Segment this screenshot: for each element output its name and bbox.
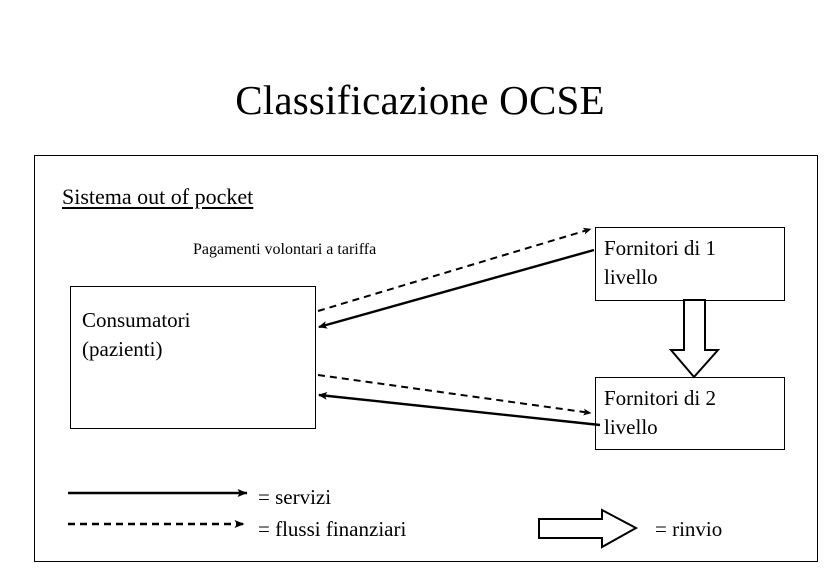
- node-label-fornitori-1: Fornitori di 1 livello: [604, 236, 717, 289]
- legend-label-rinvio: = rinvio: [655, 517, 723, 541]
- payments-flow-label: Pagamenti volontari a tariffa: [193, 241, 377, 258]
- page-title: Classificazione OCSE: [235, 77, 605, 123]
- node-label-consumatori: Consumatori (pazienti): [82, 308, 191, 361]
- node-box-fornitori-1[interactable]: [595, 227, 785, 301]
- content-frame: [34, 155, 818, 562]
- section-heading: Sistema out of pocket: [62, 184, 254, 209]
- node-label-fornitori-2: Fornitori di 2 livello: [604, 386, 717, 439]
- node-box-consumatori[interactable]: [70, 286, 316, 429]
- legend-label-flussi-finanziari: = flussi finanziari: [258, 517, 407, 541]
- legend-label-servizi: = servizi: [258, 485, 332, 509]
- node-box-fornitori-2[interactable]: [595, 377, 785, 450]
